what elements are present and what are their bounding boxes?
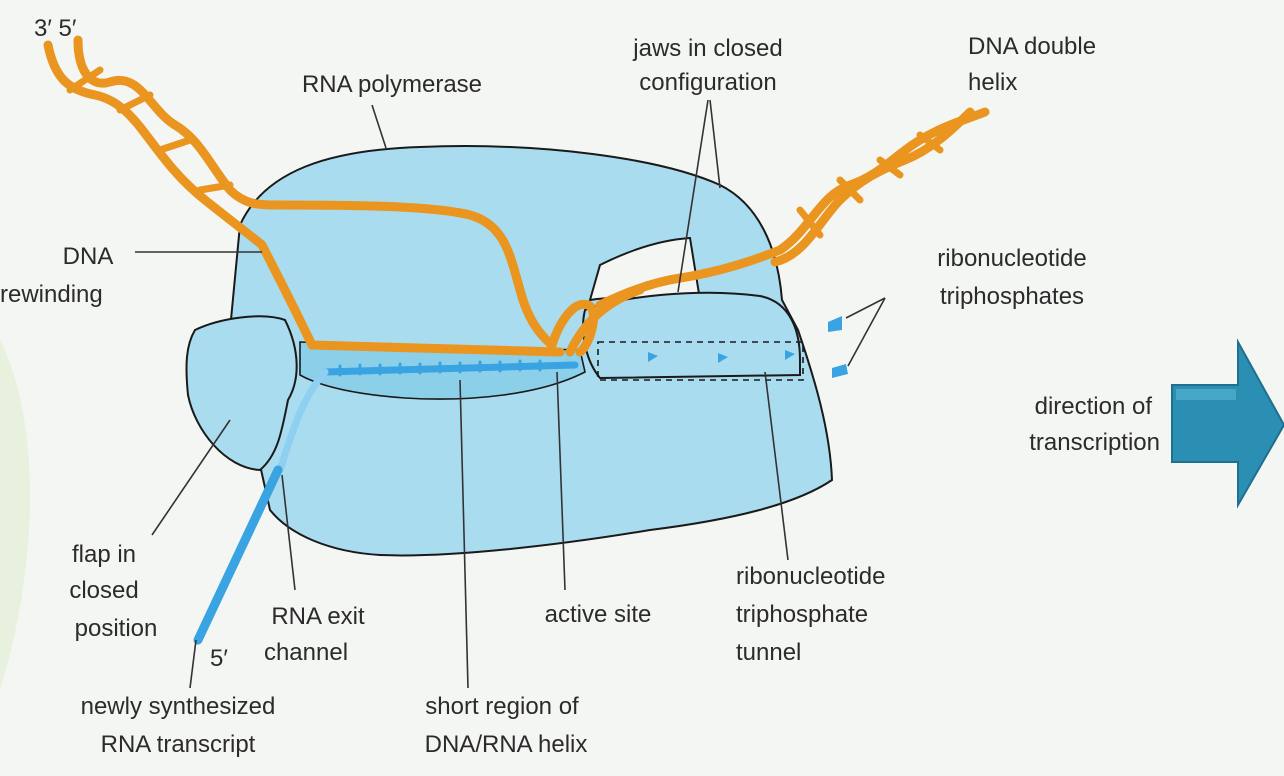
- jaws-label-line2: configuration: [639, 69, 776, 96]
- page-decoration: [0, 340, 30, 690]
- tunnel-label-line1: ribonucleotide: [736, 563, 885, 590]
- right-arrow-icon: [1172, 342, 1284, 505]
- rntp-label-line2: triphosphates: [940, 283, 1084, 310]
- dna-rewinding-label-line1: DNA: [63, 243, 114, 270]
- leader-flap: [152, 420, 230, 535]
- flap-label-line3: position: [75, 615, 158, 642]
- strand-ends-label: 3′ 5′: [34, 15, 77, 42]
- jaws-label-line1: jaws in closed: [632, 35, 782, 62]
- tunnel-label-line2: triphosphate: [736, 601, 868, 628]
- direction-label-line1: direction of: [1035, 393, 1153, 420]
- newly-synthesized-label-line2: RNA transcript: [101, 731, 256, 758]
- nucleotide-icon: [828, 316, 842, 332]
- active-site-label: active site: [545, 601, 652, 628]
- rntp-label-line1: ribonucleotide: [937, 245, 1086, 272]
- direction-label-line2: transcription: [1029, 429, 1160, 456]
- leader-rna-polymerase: [372, 105, 386, 148]
- leader-newly-synthesized: [190, 640, 196, 688]
- rna-5prime-label: 5′: [210, 645, 228, 672]
- rna-exit-label-line1: RNA exit: [271, 603, 365, 630]
- direction-arrow: [1172, 342, 1284, 505]
- short-region-label-line1: short region of: [425, 693, 579, 720]
- nucleotide-icon: [832, 364, 848, 378]
- dna-helix-label-line2: helix: [968, 69, 1017, 96]
- flap-label-line2: closed: [69, 577, 138, 604]
- short-region-label-line2: DNA/RNA helix: [425, 731, 588, 758]
- dna-rewinding-label-line2: rewinding: [0, 281, 103, 308]
- rna-exit-label-line2: channel: [264, 639, 348, 666]
- leader-jaws-2: [710, 100, 720, 188]
- tunnel-label-line3: tunnel: [736, 639, 801, 666]
- newly-synthesized-label-line1: newly synthesized: [81, 693, 276, 720]
- rna-polymerase-label: RNA polymerase: [302, 71, 482, 98]
- dna-helix-label-line1: DNA double: [968, 33, 1096, 60]
- flap-label-line1: flap in: [72, 541, 136, 568]
